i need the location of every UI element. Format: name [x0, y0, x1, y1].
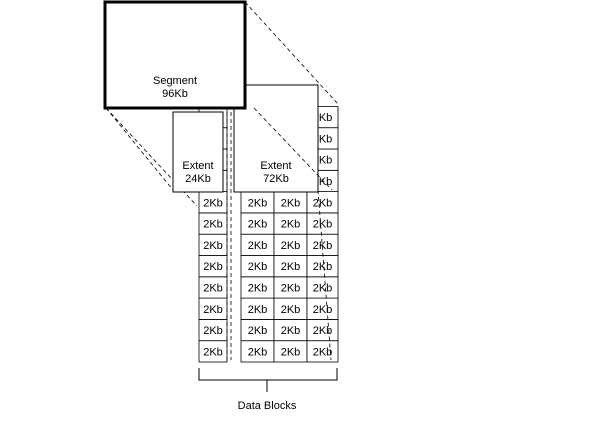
extent-24kb-box [172, 111, 224, 193]
data-block-label: 2Kb [248, 197, 268, 209]
extent-projection-lines [253, 107, 333, 191]
data-block-label: 2Kb [281, 325, 301, 337]
segment-size: 96Kb [162, 88, 188, 100]
data-block-label: 2Kb [248, 240, 268, 252]
block-dash-right [317, 189, 332, 361]
block-dashed-lines [226, 112, 332, 361]
data-block-label: 2Kb [203, 282, 223, 294]
data-block-label: 2Kb [281, 219, 301, 231]
data-block-label: 2Kb [203, 197, 223, 209]
data-block-label: 2Kb [313, 261, 333, 273]
data-block-label: 2Kb [313, 197, 333, 209]
data-block-label: 2Kb [248, 325, 268, 337]
data-block-label: 2Kb [203, 346, 223, 358]
extent-72kb: Extent 72Kb [233, 84, 319, 193]
data-block-label: 2Kb [281, 304, 301, 316]
segment-projection-left [105, 107, 198, 207]
data-blocks-caption: Data Blocks [238, 400, 297, 412]
data-block-label: 2Kb [281, 261, 301, 273]
data-block-label: 2Kb [281, 282, 301, 294]
extent-72kb-label: Extent [260, 160, 291, 172]
segment-projection-lines [105, 1, 339, 207]
data-block-label: 2Kb [313, 282, 333, 294]
extent-24kb-label: Extent [182, 160, 213, 172]
data-block-label: 2Kb [203, 219, 223, 231]
segment-projection-left-lower [105, 107, 174, 191]
segment-left-lower-projection [105, 107, 174, 191]
segment-96kb: Segment 96Kb [103, 0, 247, 110]
segment-box [103, 0, 247, 110]
extent-72kb-size: 72Kb [263, 173, 289, 185]
data-block-label: 2Kb [313, 304, 333, 316]
data-block-label: 2Kb [203, 261, 223, 273]
extent-24kb-size: 24Kb [185, 173, 211, 185]
bracket-shape [198, 368, 338, 392]
data-block-label: 2Kb [248, 261, 268, 273]
data-block-label: 2Kb [248, 346, 268, 358]
data-block-label: 2Kb [313, 346, 333, 358]
data-block-label: 2Kb [248, 219, 268, 231]
extent-24kb: Extent 24Kb [172, 111, 224, 193]
data-block-label: 2Kb [281, 240, 301, 252]
segment-projection-right [244, 1, 339, 105]
data-block-label: 2Kb [313, 219, 333, 231]
segment-label: Segment [153, 75, 197, 87]
extent-72kb-box [233, 84, 319, 193]
data-block-label: 2Kb [248, 282, 268, 294]
extent-72-projection-diag [253, 107, 333, 191]
data-block-label: 2Kb [281, 346, 301, 358]
data-block-label: 2Kb [281, 197, 301, 209]
data-block-label: 2Kb [203, 240, 223, 252]
data-block-label: 2Kb [313, 240, 333, 252]
data-block-label: 2Kb [203, 304, 223, 316]
data-block-label: 2Kb [248, 304, 268, 316]
data-blocks-bracket [198, 368, 338, 392]
data-block-label: 2Kb [313, 325, 333, 337]
data-block-label: 2Kb [203, 325, 223, 337]
